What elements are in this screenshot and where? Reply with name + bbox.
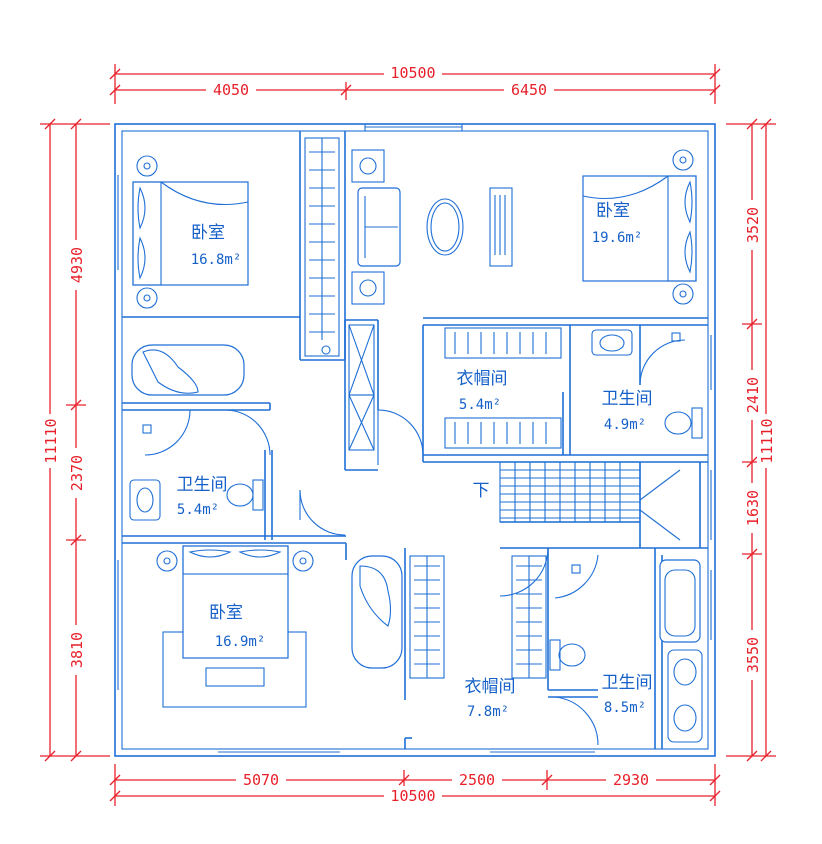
area-bedroom-ne: 19.6m² <box>592 230 643 246</box>
label-bedroom-sw: 卧室 <box>209 603 243 623</box>
area-bath-se: 8.5m² <box>604 700 646 716</box>
dim-top-total: 10500 <box>390 64 435 82</box>
closet-racks-mid <box>444 327 562 449</box>
dim-bottom-mid: 2500 <box>459 771 495 789</box>
dimension-labels: 10500 4050 6450 5070 2500 2930 10500 111… <box>41 63 776 805</box>
dim-top-left: 4050 <box>213 81 249 99</box>
area-bath-east: 4.9m² <box>604 417 646 433</box>
bathtub-nw <box>131 344 245 396</box>
dim-left-total: 11110 <box>42 418 60 463</box>
label-bath-east: 卫生间 <box>602 389 653 409</box>
dim-top-right: 6450 <box>511 81 547 99</box>
closet-crossed <box>348 324 375 451</box>
bath-east-fixtures <box>591 329 703 439</box>
dim-right-mid1: 2410 <box>744 377 762 413</box>
furniture <box>129 137 703 743</box>
area-bedroom-nw: 16.8m² <box>191 252 242 268</box>
bed-ne <box>582 149 697 305</box>
area-closet-south: 7.8m² <box>467 704 509 720</box>
stairs <box>500 462 681 541</box>
bed-nw <box>132 155 249 309</box>
closet-racks-south <box>409 555 547 679</box>
dim-right-bottom: 3550 <box>744 637 762 673</box>
label-closet-mid: 衣帽间 <box>457 369 508 389</box>
dim-left-top: 4930 <box>68 247 86 283</box>
label-stair-down: 下 <box>473 481 490 501</box>
dim-right-top: 3520 <box>744 207 762 243</box>
label-bath-west: 卫生间 <box>177 475 228 495</box>
bed-sw <box>156 545 314 708</box>
dim-bottom-total: 10500 <box>390 787 435 805</box>
label-bath-se: 卫生间 <box>602 673 653 693</box>
dim-bottom-right: 2930 <box>613 771 649 789</box>
bath-se-fixtures <box>549 559 703 743</box>
area-closet-mid: 5.4m² <box>459 397 501 413</box>
dim-left-bottom: 3810 <box>68 632 86 668</box>
bathtub-sw <box>351 555 403 669</box>
label-closet-south: 衣帽间 <box>465 677 516 697</box>
walls <box>114 123 716 757</box>
area-bedroom-sw: 16.9m² <box>215 634 266 650</box>
dim-right-mid2: 1630 <box>744 490 762 526</box>
dim-left-mid: 2370 <box>68 455 86 491</box>
label-bedroom-ne: 卧室 <box>596 201 630 221</box>
room-labels: 卧室 16.8m² 卧室 19.6m² 衣帽间 5.4m² 卫生间 4.9m² … <box>177 201 653 720</box>
sofa-set <box>351 149 513 305</box>
label-bedroom-nw: 卧室 <box>191 223 225 243</box>
dim-bottom-left: 5070 <box>243 771 279 789</box>
wardrobe-north <box>304 137 340 357</box>
dim-right-total: 11110 <box>758 418 776 463</box>
bath-west-fixtures <box>129 424 264 521</box>
area-bath-west: 5.4m² <box>177 502 219 518</box>
